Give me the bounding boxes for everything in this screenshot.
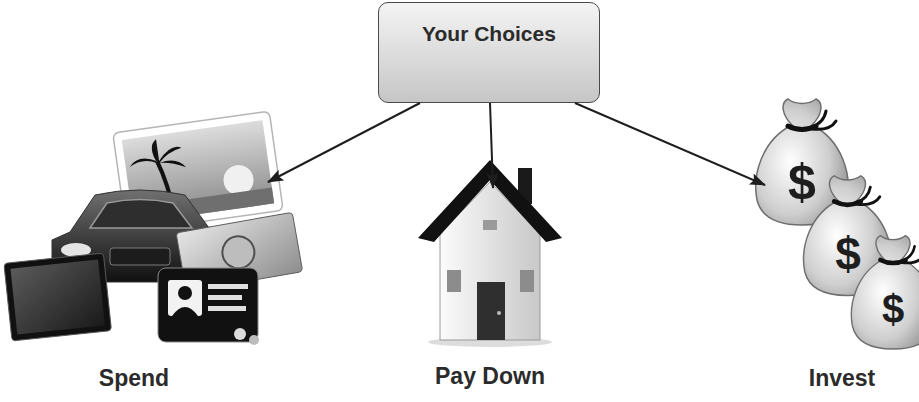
palm-fronds — [126, 136, 186, 175]
screen-frame — [4, 253, 112, 341]
currency-sign: $ — [835, 231, 861, 277]
id-photo — [168, 280, 202, 316]
house-icon — [418, 160, 562, 347]
house-vent — [483, 220, 497, 230]
choice-arrow — [268, 103, 420, 182]
currency-sign: $ — [788, 157, 816, 207]
choices-box: Your Choices — [378, 2, 600, 103]
node-label: Spend — [0, 365, 268, 392]
house-door — [477, 282, 505, 340]
choice-item: Spend — [0, 115, 268, 395]
banknote-seal — [220, 234, 257, 271]
house-window — [447, 270, 461, 292]
id-line — [208, 306, 246, 311]
id-head — [178, 286, 192, 300]
car-windshield — [90, 200, 192, 229]
screen-glass — [10, 260, 104, 335]
currency-sign: $ — [882, 289, 904, 329]
door-knob — [497, 311, 501, 315]
id-shoulders — [172, 307, 198, 316]
node-label: Pay Down — [400, 363, 580, 390]
car-grille — [110, 248, 170, 265]
node-label: Invest — [765, 365, 919, 392]
id-card — [158, 268, 258, 342]
card-dot — [234, 328, 246, 340]
choice-arrow — [490, 103, 493, 188]
id-card-icon — [158, 268, 259, 345]
node-label: Your Choices — [379, 22, 599, 46]
money-bag — [851, 236, 919, 349]
card-dot — [249, 335, 259, 345]
screen-icon — [4, 253, 112, 341]
house-roof — [418, 160, 562, 242]
id-line — [208, 284, 248, 289]
house-window — [520, 270, 534, 292]
choice-arrow — [575, 103, 765, 185]
choice-item: Pay Down — [400, 188, 580, 393]
id-line — [208, 295, 242, 300]
